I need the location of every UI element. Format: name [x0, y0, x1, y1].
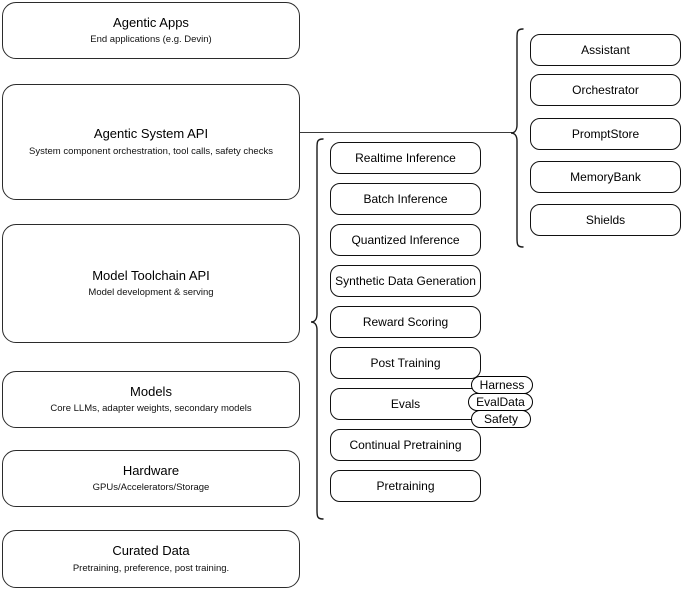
toolchain-item-reward-scoring[interactable]: Reward Scoring [330, 306, 481, 338]
layer-title: Curated Data [112, 543, 190, 559]
toolchain-item-batch-inference[interactable]: Batch Inference [330, 183, 481, 215]
agentic-component-shields[interactable]: Shields [530, 204, 681, 236]
chip-label: Reward Scoring [362, 314, 449, 329]
agentic-component-promptstore[interactable]: PromptStore [530, 118, 681, 150]
layer-title: Agentic System API [93, 126, 209, 142]
layer-subtitle: Pretraining, preference, post training. [72, 562, 230, 574]
chip-label: Post Training [370, 355, 441, 370]
chip-label: Pretraining [376, 478, 435, 493]
layer-agentic-apps[interactable]: Agentic Apps End applications (e.g. Devi… [2, 2, 300, 59]
layer-model-toolchain-api[interactable]: Model Toolchain API Model development & … [2, 224, 300, 343]
pill-label: EvalData [476, 395, 525, 409]
layer-models[interactable]: Models Core LLMs, adapter weights, secon… [2, 371, 300, 428]
chip-label: Batch Inference [363, 191, 448, 206]
chip-label: Evals [390, 396, 421, 411]
agentic-component-assistant[interactable]: Assistant [530, 34, 681, 66]
chip-label: Realtime Inference [355, 150, 456, 165]
chip-label: Synthetic Data Generation [335, 273, 476, 288]
chip-label: MemoryBank [570, 169, 641, 184]
brace-toolchain-group [310, 138, 324, 520]
layer-title: Hardware [122, 462, 180, 478]
layer-subtitle: System component orchestration, tool cal… [29, 145, 273, 157]
chip-label: PromptStore [571, 126, 640, 141]
layer-subtitle: GPUs/Accelerators/Storage [92, 482, 210, 494]
layer-hardware[interactable]: Hardware GPUs/Accelerators/Storage [2, 450, 300, 507]
chip-label: Orchestrator [572, 82, 639, 97]
toolchain-item-quantized-inference[interactable]: Quantized Inference [330, 224, 481, 256]
toolchain-item-continual-pretraining[interactable]: Continual Pretraining [330, 429, 481, 461]
chip-label: Assistant [581, 42, 630, 57]
layer-title: Agentic Apps [113, 14, 189, 30]
layer-subtitle: Core LLMs, adapter weights, secondary mo… [50, 403, 252, 415]
layer-curated-data[interactable]: Curated Data Pretraining, preference, po… [2, 530, 300, 588]
layer-subtitle: Model development & serving [88, 287, 214, 299]
chip-label: Shields [585, 212, 626, 227]
evals-subitem-evaldata[interactable]: EvalData [468, 393, 533, 411]
agentic-component-orchestrator[interactable]: Orchestrator [530, 74, 681, 106]
toolchain-item-pretraining[interactable]: Pretraining [330, 470, 481, 502]
layer-title: Models [130, 383, 172, 399]
connector-agentic-system-to-components [300, 132, 512, 133]
chip-label: Quantized Inference [351, 232, 460, 247]
layer-agentic-system-api[interactable]: Agentic System API System component orch… [2, 84, 300, 200]
toolchain-item-post-training[interactable]: Post Training [330, 347, 481, 379]
pill-label: Harness [479, 378, 525, 392]
brace-agentic-group [510, 28, 524, 248]
layer-subtitle: End applications (e.g. Devin) [90, 34, 212, 46]
evals-subitem-harness[interactable]: Harness [471, 376, 533, 394]
chip-label: Continual Pretraining [349, 437, 462, 452]
toolchain-item-evals[interactable]: Evals [330, 388, 481, 420]
evals-subitem-safety[interactable]: Safety [471, 410, 531, 428]
toolchain-item-realtime-inference[interactable]: Realtime Inference [330, 142, 481, 174]
layer-title: Model Toolchain API [92, 267, 210, 283]
toolchain-item-synthetic-data-generation[interactable]: Synthetic Data Generation [330, 265, 481, 297]
pill-label: Safety [483, 412, 519, 426]
agentic-component-memorybank[interactable]: MemoryBank [530, 161, 681, 193]
